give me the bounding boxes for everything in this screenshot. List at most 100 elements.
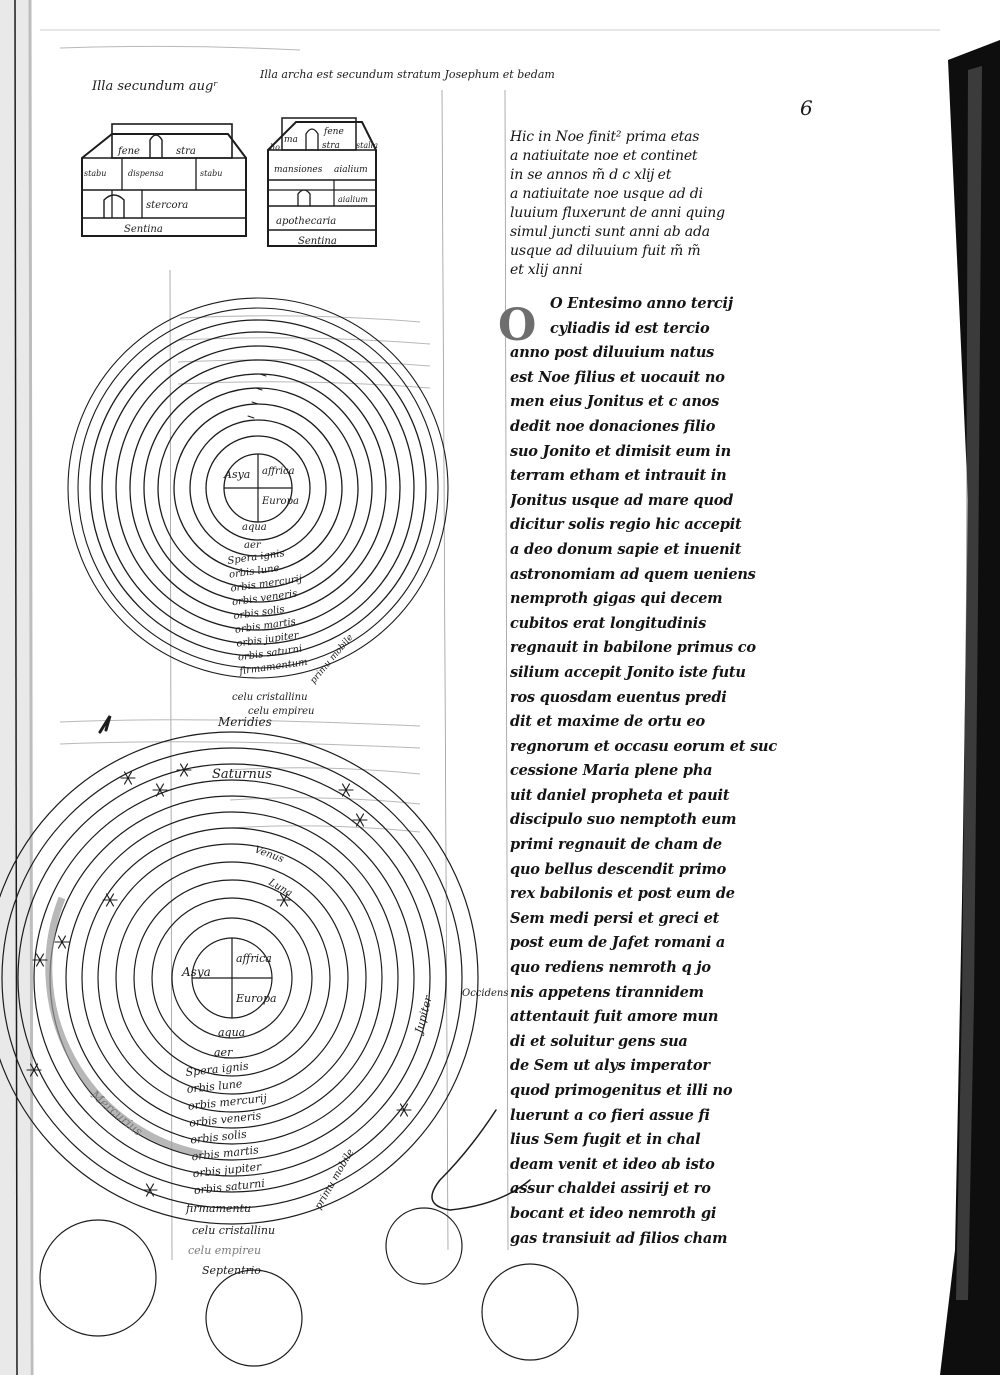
text-line: regnorum et occasu eorum et suc [510, 737, 778, 755]
svg-text:stra: stra [176, 146, 196, 157]
svg-text:aialium: aialium [338, 195, 368, 204]
star-icon [396, 1103, 412, 1117]
text-line: regnauit in babilone primus co [510, 639, 756, 657]
sphere-label: celu empireu [248, 706, 314, 717]
text-line: terram etham et intrauit in [510, 467, 727, 485]
text-line: ros quosdam euentus predi [510, 688, 727, 706]
star-icon [102, 893, 118, 907]
text-line: assur chaldei assirij et ro [510, 1180, 711, 1198]
sphere-ring [171, 917, 293, 1039]
star-icon [176, 763, 192, 777]
ark-caption-2: Illa archa est secundum stratum Josephum… [259, 68, 555, 81]
text-line: rex babilonis et post eum de [510, 885, 735, 903]
text-line: Sem medi persi et greci et [510, 909, 720, 927]
text-line: uit daniel propheta et pauit [510, 786, 730, 804]
text-line: men eius Jonitus et c anos [510, 393, 720, 411]
text-line: dicitur solis regio hic accepit [510, 516, 742, 534]
sphere-label: firmamentu [185, 1202, 251, 1215]
star-icon [120, 771, 136, 785]
text-line: a natiuitate noe et continet [510, 148, 698, 164]
text-line: luuium fluxerunt de anni quing [510, 205, 725, 221]
sphere-ring [143, 373, 373, 603]
text-line: de Sem ut alys imperator [510, 1057, 710, 1075]
text-line: a natiuitate noe usque ad di [510, 186, 703, 202]
sphere-ring [115, 861, 349, 1095]
sphere-label: affrica [262, 466, 295, 477]
star-icon [152, 783, 168, 797]
folio-number: 6 [800, 96, 813, 120]
svg-text:stercora: stercora [146, 200, 188, 211]
text-line: dit et maxime de ortu eo [510, 713, 705, 731]
sphere-label: aqua [242, 522, 267, 533]
sphere-ring [205, 435, 311, 541]
svg-text:mansiones: mansiones [274, 165, 323, 175]
ruling-line [169, 269, 173, 1261]
sphere-ring [157, 387, 359, 589]
decorated-initial: O [498, 300, 537, 351]
svg-text:Sentina: Sentina [124, 224, 163, 235]
sphere-ring [67, 297, 449, 679]
svg-text:dispensa: dispensa [128, 169, 164, 178]
svg-text:stabu: stabu [84, 169, 106, 178]
ark-diagram-2: Illa archa est secundum stratum Josephum… [259, 68, 555, 247]
sphere-ring [115, 345, 401, 631]
svg-text:stalla: stalla [356, 141, 378, 150]
bleed-through-text [59, 45, 431, 833]
star-icon [338, 783, 354, 797]
sphere-label: Venus [253, 844, 285, 865]
sphere-label: celu empireu [188, 1244, 261, 1257]
sphere-ring [17, 763, 447, 1193]
text-line: quo bellus descendit primo [510, 860, 727, 878]
sphere-label: Occidens [462, 988, 509, 999]
sphere-ring [101, 331, 415, 645]
sphere-label: orbis solis [190, 1128, 248, 1147]
text-line: silium accepit Jonito iste futu [510, 663, 746, 681]
fore-edge-highlight [956, 66, 982, 1300]
text-line: nemproth gigas qui decem [510, 590, 723, 608]
text-line: est Noe filius et uocauit no [510, 368, 725, 386]
text-line: dedit noe donaciones filio [510, 417, 716, 435]
text-line: simul juncti sunt anni ab ada [510, 224, 710, 240]
sphere-label: Septentrio [202, 1264, 261, 1277]
sphere-ring [77, 307, 439, 669]
sphere-ring [65, 811, 399, 1145]
text-line: quod primogenitus et illi no [510, 1082, 733, 1099]
text-line: O Entesimo anno tercij [550, 295, 733, 312]
flourish [431, 1109, 531, 1211]
text-line: attentauit fuit amore mun [510, 1008, 719, 1026]
sphere-ring [1, 747, 463, 1209]
text-line: lius Sem fugit et in chal [510, 1131, 701, 1149]
text-line: luerunt a co fieri assue fi [510, 1106, 710, 1124]
svg-text:aialium: aialium [334, 165, 368, 175]
sphere-label: aer [244, 540, 262, 551]
svg-text:stabu: stabu [200, 169, 222, 178]
sphere-label: orbis lune [186, 1077, 243, 1096]
bottom-circles [39, 1207, 579, 1367]
star-icon [32, 953, 48, 967]
sphere-ring [33, 779, 431, 1177]
sphere-label: aqua [218, 1026, 245, 1039]
sphere-label: celu cristallinu [232, 692, 308, 703]
sphere-label: Luna [266, 877, 294, 900]
svg-text:ma: ma [284, 135, 298, 145]
text-line: nis appetens tirannidem [510, 983, 704, 1001]
text-line: Jonitus usque ad mare quod [510, 491, 734, 509]
sphere-label: primu mobile [309, 633, 356, 686]
svg-text:fene: fene [323, 127, 344, 137]
ark-caption-1: Illa secundum augʳ [91, 79, 218, 94]
text-line: cessione Maria plene pha [510, 762, 713, 780]
text-line: et xlij anni [510, 262, 583, 278]
sphere-ring [0, 731, 479, 1225]
star-icon [26, 1063, 42, 1077]
text-line: primi regnauit de cham de [510, 836, 722, 854]
cosmos-diagram-lower: MeridiesSaturnusVenusLunaOriensMercurius… [0, 715, 509, 1277]
sphere-ring [97, 843, 367, 1113]
ruling-line [504, 89, 509, 1251]
ark-diagram-1: Illa secundum augʳ fene stra stabu dispe… [81, 79, 247, 237]
sphere-label: Asya [223, 468, 250, 481]
sphere-ring [189, 419, 327, 557]
